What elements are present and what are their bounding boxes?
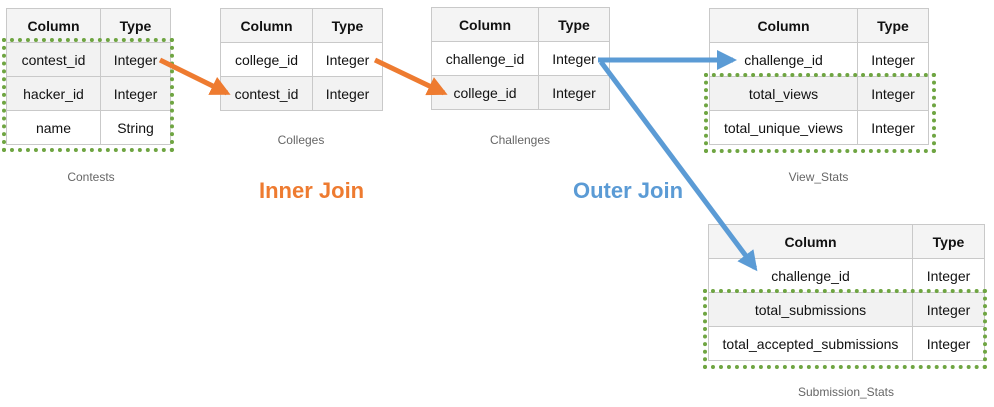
column-type: Integer (912, 326, 985, 361)
column-type: Integer (312, 76, 383, 111)
table-row: hacker_id Integer (6, 76, 171, 111)
column-name: contest_id (220, 76, 313, 111)
table-row: college_id Integer (220, 42, 383, 77)
table-row: contest_id Integer (220, 76, 383, 111)
table-row: challenge_id Integer (709, 42, 929, 77)
submission-stats-table: Column Type challenge_id Integer total_s… (708, 224, 985, 361)
type-header: Type (538, 7, 610, 42)
inner-join-label: Inner Join (259, 178, 365, 203)
table-row: total_unique_views Integer (709, 110, 929, 145)
column-name: hacker_id (6, 76, 101, 111)
header-row: Column Type (431, 7, 610, 42)
column-type: Integer (912, 292, 985, 327)
column-type: Integer (100, 42, 171, 77)
column-type: Integer (857, 42, 929, 77)
column-name: challenge_id (431, 41, 539, 76)
column-type: Integer (538, 41, 610, 76)
table-row: total_submissions Integer (708, 292, 985, 327)
column-type: String (100, 110, 171, 145)
table-row: total_views Integer (709, 76, 929, 111)
column-name: college_id (431, 75, 539, 110)
table-row: name String (6, 110, 171, 145)
column-name: challenge_id (708, 258, 913, 293)
column-name: contest_id (6, 42, 101, 77)
column-header: Column (220, 8, 313, 43)
column-type: Integer (538, 75, 610, 110)
header-row: Column Type (709, 8, 929, 43)
column-type: Integer (100, 76, 171, 111)
column-type: Integer (312, 42, 383, 77)
type-header: Type (857, 8, 929, 43)
table-row: college_id Integer (431, 75, 610, 110)
outer-join-label: Outer Join (573, 178, 684, 203)
challenges-caption: Challenges (489, 133, 551, 147)
table-row: contest_id Integer (6, 42, 171, 77)
table-row: challenge_id Integer (708, 258, 985, 293)
column-header: Column (709, 8, 858, 43)
type-header: Type (912, 224, 985, 259)
column-name: total_submissions (708, 292, 913, 327)
column-type: Integer (857, 76, 929, 111)
view-stats-caption: View_Stats (788, 170, 849, 184)
contests-caption: Contests (67, 170, 115, 184)
column-name: total_views (709, 76, 858, 111)
submission-stats-caption: Submission_Stats (797, 385, 895, 399)
column-type: Integer (912, 258, 985, 293)
column-header: Column (431, 7, 539, 42)
view-stats-table: Column Type challenge_id Integer total_v… (709, 8, 929, 145)
header-row: Column Type (6, 8, 171, 43)
contests-table: Column Type contest_id Integer hacker_id… (6, 8, 171, 145)
column-header: Column (708, 224, 913, 259)
column-type: Integer (857, 110, 929, 145)
type-header: Type (100, 8, 171, 43)
type-header: Type (312, 8, 383, 43)
header-row: Column Type (708, 224, 985, 259)
table-row: total_accepted_submissions Integer (708, 326, 985, 361)
colleges-caption: Colleges (277, 133, 325, 147)
column-name: total_unique_views (709, 110, 858, 145)
column-header: Column (6, 8, 101, 43)
colleges-table: Column Type college_id Integer contest_i… (220, 8, 383, 111)
column-name: total_accepted_submissions (708, 326, 913, 361)
column-name: challenge_id (709, 42, 858, 77)
column-name: college_id (220, 42, 313, 77)
column-name: name (6, 110, 101, 145)
table-row: challenge_id Integer (431, 41, 610, 76)
challenges-table: Column Type challenge_id Integer college… (431, 7, 610, 110)
header-row: Column Type (220, 8, 383, 43)
